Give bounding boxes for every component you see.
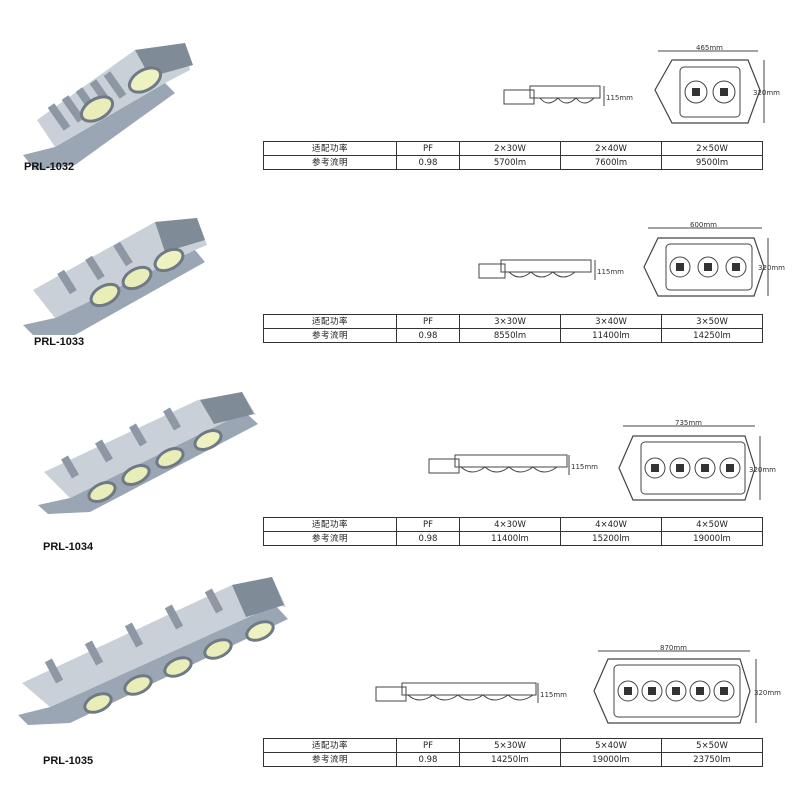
table-cell: 4×40W xyxy=(560,517,662,532)
table-cell: 3×30W xyxy=(459,314,561,329)
table-cell: PF xyxy=(396,141,460,156)
table-cell: 0.98 xyxy=(396,531,460,546)
table-cell: 0.98 xyxy=(396,328,460,343)
table-row-lumen: 参考流明 0.98 5700lm 7600lm 9500lm xyxy=(263,155,763,170)
product-prl-1033: PRL-1033 115mm 600mm 320mm 适配功率 PF 3×30W… xyxy=(0,200,800,390)
side-view-drawing: 115mm xyxy=(478,259,624,280)
table-row-power: 适配功率 PF 2×30W 2×40W 2×50W xyxy=(263,141,763,156)
table-row-power: 适配功率 PF 4×30W 4×40W 4×50W xyxy=(263,517,763,532)
model-label: PRL-1034 xyxy=(43,541,94,553)
table-cell: 适配功率 xyxy=(263,141,397,156)
street-light-photo xyxy=(38,392,258,514)
height-dimension: 115mm xyxy=(540,691,567,699)
table-row-lumen: 参考流明 0.98 14250lm 19000lm 23750lm xyxy=(263,752,763,767)
product-prl-1035: PRL-1035 115mm 870mm 320mm 适配功率 PF 5×30W… xyxy=(0,575,800,800)
length-dimension: 600mm xyxy=(690,221,717,229)
table-cell: 2×40W xyxy=(560,141,662,156)
width-dimension: 320mm xyxy=(754,689,781,697)
spec-table: 适配功率 PF 4×30W 4×40W 4×50W 参考流明 0.98 1140… xyxy=(263,517,763,546)
table-cell: 0.98 xyxy=(396,752,460,767)
top-view-drawing: 600mm 320mm xyxy=(643,221,785,297)
side-view-drawing: 115mm xyxy=(375,682,567,703)
length-dimension: 465mm xyxy=(696,44,723,52)
table-row-power: 适配功率 PF 3×30W 3×40W 3×50W xyxy=(263,314,763,329)
table-cell: 15200lm xyxy=(560,531,662,546)
model-label: PRL-1035 xyxy=(43,755,94,767)
table-cell: 9500lm xyxy=(661,155,763,170)
table-cell: 5×40W xyxy=(560,738,662,753)
street-light-photo xyxy=(18,577,288,725)
table-cell: 14250lm xyxy=(459,752,561,767)
table-cell: 5700lm xyxy=(459,155,561,170)
table-cell: 2×50W xyxy=(661,141,763,156)
table-cell: PF xyxy=(396,738,460,753)
table-cell: 5×50W xyxy=(661,738,763,753)
table-cell: 19000lm xyxy=(661,531,763,546)
width-dimension: 320mm xyxy=(753,89,780,97)
spec-table: 适配功率 PF 2×30W 2×40W 2×50W 参考流明 0.98 5700… xyxy=(263,141,763,170)
table-cell: 14250lm xyxy=(661,328,763,343)
street-light-photo xyxy=(23,218,207,335)
side-view-drawing: 115mm xyxy=(428,454,598,475)
model-label: PRL-1032 xyxy=(24,161,75,173)
length-dimension: 735mm xyxy=(675,419,702,427)
table-row-lumen: 参考流明 0.98 11400lm 15200lm 19000lm xyxy=(263,531,763,546)
length-dimension: 870mm xyxy=(660,644,687,652)
width-dimension: 320mm xyxy=(749,466,776,474)
table-cell: 0.98 xyxy=(396,155,460,170)
table-row-lumen: 参考流明 0.98 8550lm 11400lm 14250lm xyxy=(263,328,763,343)
table-cell: 适配功率 xyxy=(263,738,397,753)
spec-table: 适配功率 PF 5×30W 5×40W 5×50W 参考流明 0.98 1425… xyxy=(263,738,763,767)
table-cell: 参考流明 xyxy=(263,328,397,343)
side-view-drawing: 115mm xyxy=(503,85,633,106)
product-prl-1034: PRL-1034 115mm 735mm 320mm 适配功率 PF 4×30W… xyxy=(0,390,800,580)
table-cell: 4×30W xyxy=(459,517,561,532)
top-view-drawing: 870mm 320mm xyxy=(593,644,781,724)
height-dimension: 115mm xyxy=(597,268,624,276)
table-cell: 参考流明 xyxy=(263,155,397,170)
model-label: PRL-1033 xyxy=(34,336,85,348)
table-cell: 7600lm xyxy=(560,155,662,170)
table-cell: PF xyxy=(396,517,460,532)
table-row-power: 适配功率 PF 5×30W 5×40W 5×50W xyxy=(263,738,763,753)
table-cell: 23750lm xyxy=(661,752,763,767)
top-view-drawing: 735mm 320mm xyxy=(618,419,776,501)
width-dimension: 320mm xyxy=(758,264,785,272)
table-cell: 参考流明 xyxy=(263,531,397,546)
table-cell: 19000lm xyxy=(560,752,662,767)
height-dimension: 115mm xyxy=(606,94,633,102)
table-cell: 适配功率 xyxy=(263,517,397,532)
table-cell: PF xyxy=(396,314,460,329)
table-cell: 5×30W xyxy=(459,738,561,753)
table-cell: 3×50W xyxy=(661,314,763,329)
table-cell: 11400lm xyxy=(459,531,561,546)
table-cell: 8550lm xyxy=(459,328,561,343)
table-cell: 参考流明 xyxy=(263,752,397,767)
table-cell: 4×50W xyxy=(661,517,763,532)
street-light-photo xyxy=(23,43,193,170)
table-cell: 11400lm xyxy=(560,328,662,343)
table-cell: 3×40W xyxy=(560,314,662,329)
table-cell: 2×30W xyxy=(459,141,561,156)
product-prl-1032: PRL-1032 115mm 465mm 320mm 适配功率 PF 2×30W… xyxy=(0,0,800,200)
top-view-drawing: 465mm 320mm xyxy=(654,44,780,124)
spec-table: 适配功率 PF 3×30W 3×40W 3×50W 参考流明 0.98 8550… xyxy=(263,314,763,343)
table-cell: 适配功率 xyxy=(263,314,397,329)
height-dimension: 115mm xyxy=(571,463,598,471)
